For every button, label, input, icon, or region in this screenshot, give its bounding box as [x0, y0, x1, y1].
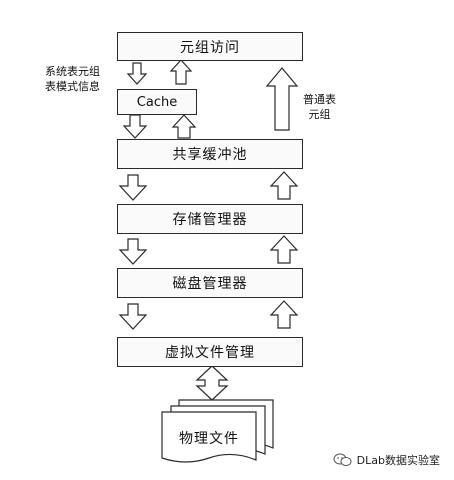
cache-label: Cache	[136, 94, 178, 110]
arrow-down-cache-to-buffer	[122, 114, 148, 139]
arrow-bidirectional-vfm-physical	[195, 365, 229, 401]
arrow-up-vfm-to-disk	[269, 300, 299, 329]
ordinary-table-note-line2: 元组	[308, 108, 331, 121]
ordinary-table-note-line1: 普通表	[303, 93, 336, 106]
storage-manager-label: 存储管理器	[172, 212, 248, 228]
arrow-down-buffer-to-storage	[118, 174, 148, 201]
arrow-up-disk-to-storage	[269, 235, 299, 264]
wechat-icon	[333, 453, 352, 466]
disk-manager-box: 磁盘管理器	[117, 268, 303, 298]
ordinary-table-note: 普通表 元组	[303, 92, 336, 122]
arrow-up-cache-to-access	[169, 59, 193, 85]
physical-file-doc-front	[161, 411, 257, 463]
shared-buffer-pool-label: 共享缓冲池	[172, 147, 248, 163]
arrow-up-buffer-to-cache	[171, 114, 197, 139]
arrow-down-access-to-cache	[126, 62, 148, 85]
shared-buffer-pool-box: 共享缓冲池	[117, 139, 303, 169]
system-table-note-line1: 系统表元组	[45, 65, 100, 78]
tuple-access-box: 元组访问	[117, 32, 303, 61]
storage-manager-box: 存储管理器	[117, 204, 303, 234]
physical-file-label: 物理文件	[179, 431, 239, 447]
disk-manager-label: 磁盘管理器	[172, 276, 248, 292]
system-table-note: 系统表元组 表模式信息	[45, 64, 100, 94]
watermark: DLab数据实验室	[333, 452, 440, 468]
virtual-file-manager-box: 虚拟文件管理	[117, 337, 303, 367]
arrow-up-storage-to-buffer	[269, 171, 299, 200]
arrow-down-disk-to-vfm	[118, 303, 148, 330]
watermark-text: DLab数据实验室	[356, 454, 440, 467]
arrow-up-ordinary-tuples	[265, 67, 299, 131]
tuple-access-label: 元组访问	[180, 39, 240, 56]
system-table-note-line2: 表模式信息	[45, 80, 100, 93]
virtual-file-manager-label: 虚拟文件管理	[165, 345, 255, 361]
arrow-down-storage-to-disk	[118, 238, 148, 265]
cache-box: Cache	[117, 89, 197, 115]
